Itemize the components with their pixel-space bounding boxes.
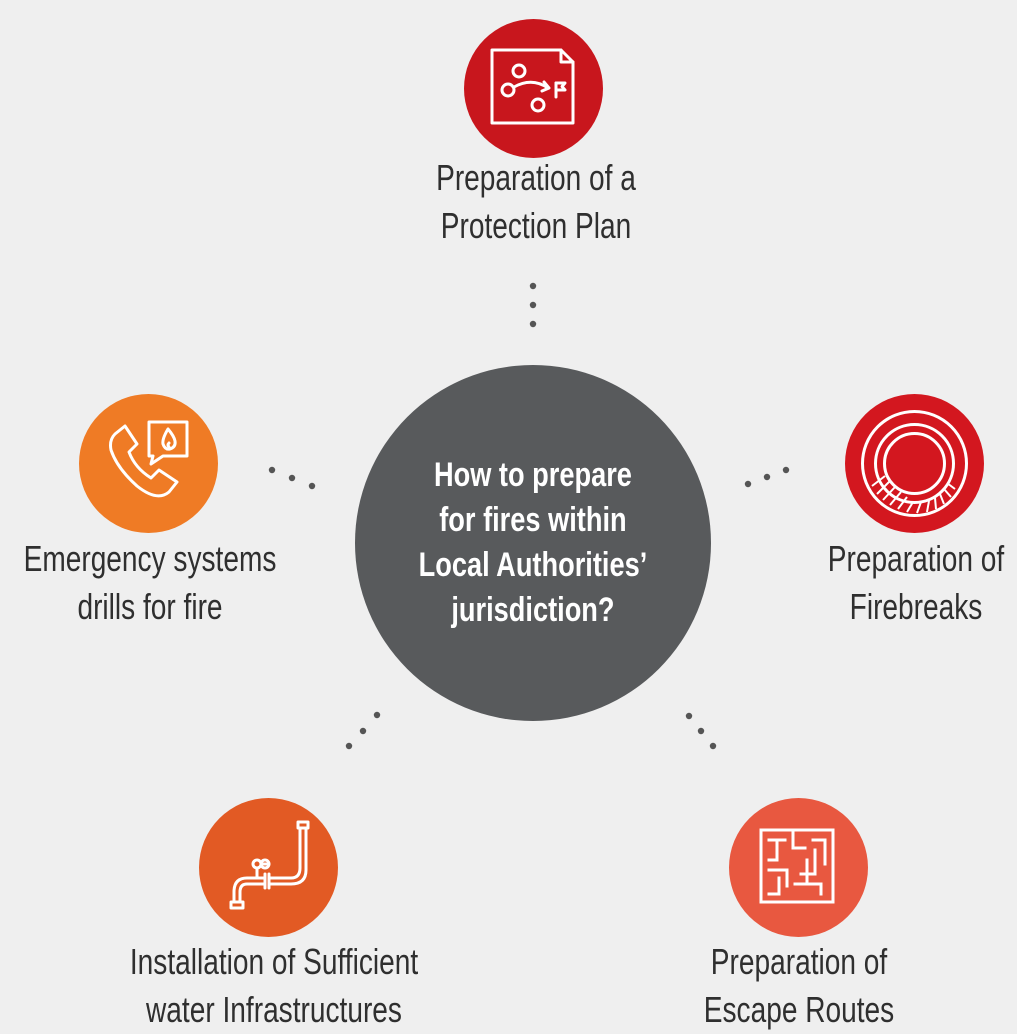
water-pipe-icon xyxy=(199,798,338,937)
node-label-protection-plan: Preparation of a Protection Plan xyxy=(436,157,636,246)
firebreak-rings-icon xyxy=(845,394,984,533)
center-question-circle: How to prepare for fires within Local Au… xyxy=(355,365,711,721)
maze-icon xyxy=(729,798,868,937)
node-label-firebreaks: Preparation of Firebreaks xyxy=(827,538,1005,627)
protection-plan-icon xyxy=(464,19,603,158)
center-question-text: How to prepare for fires within Local Au… xyxy=(418,456,648,629)
node-label-water-infrastructures: Installation of Sufficient water Infrast… xyxy=(129,941,419,1030)
node-label-escape-routes: Preparation of Escape Routes xyxy=(703,941,895,1030)
phone-fire-icon xyxy=(79,394,218,533)
node-label-emergency-systems: Emergency systems drills for fire xyxy=(23,538,277,627)
